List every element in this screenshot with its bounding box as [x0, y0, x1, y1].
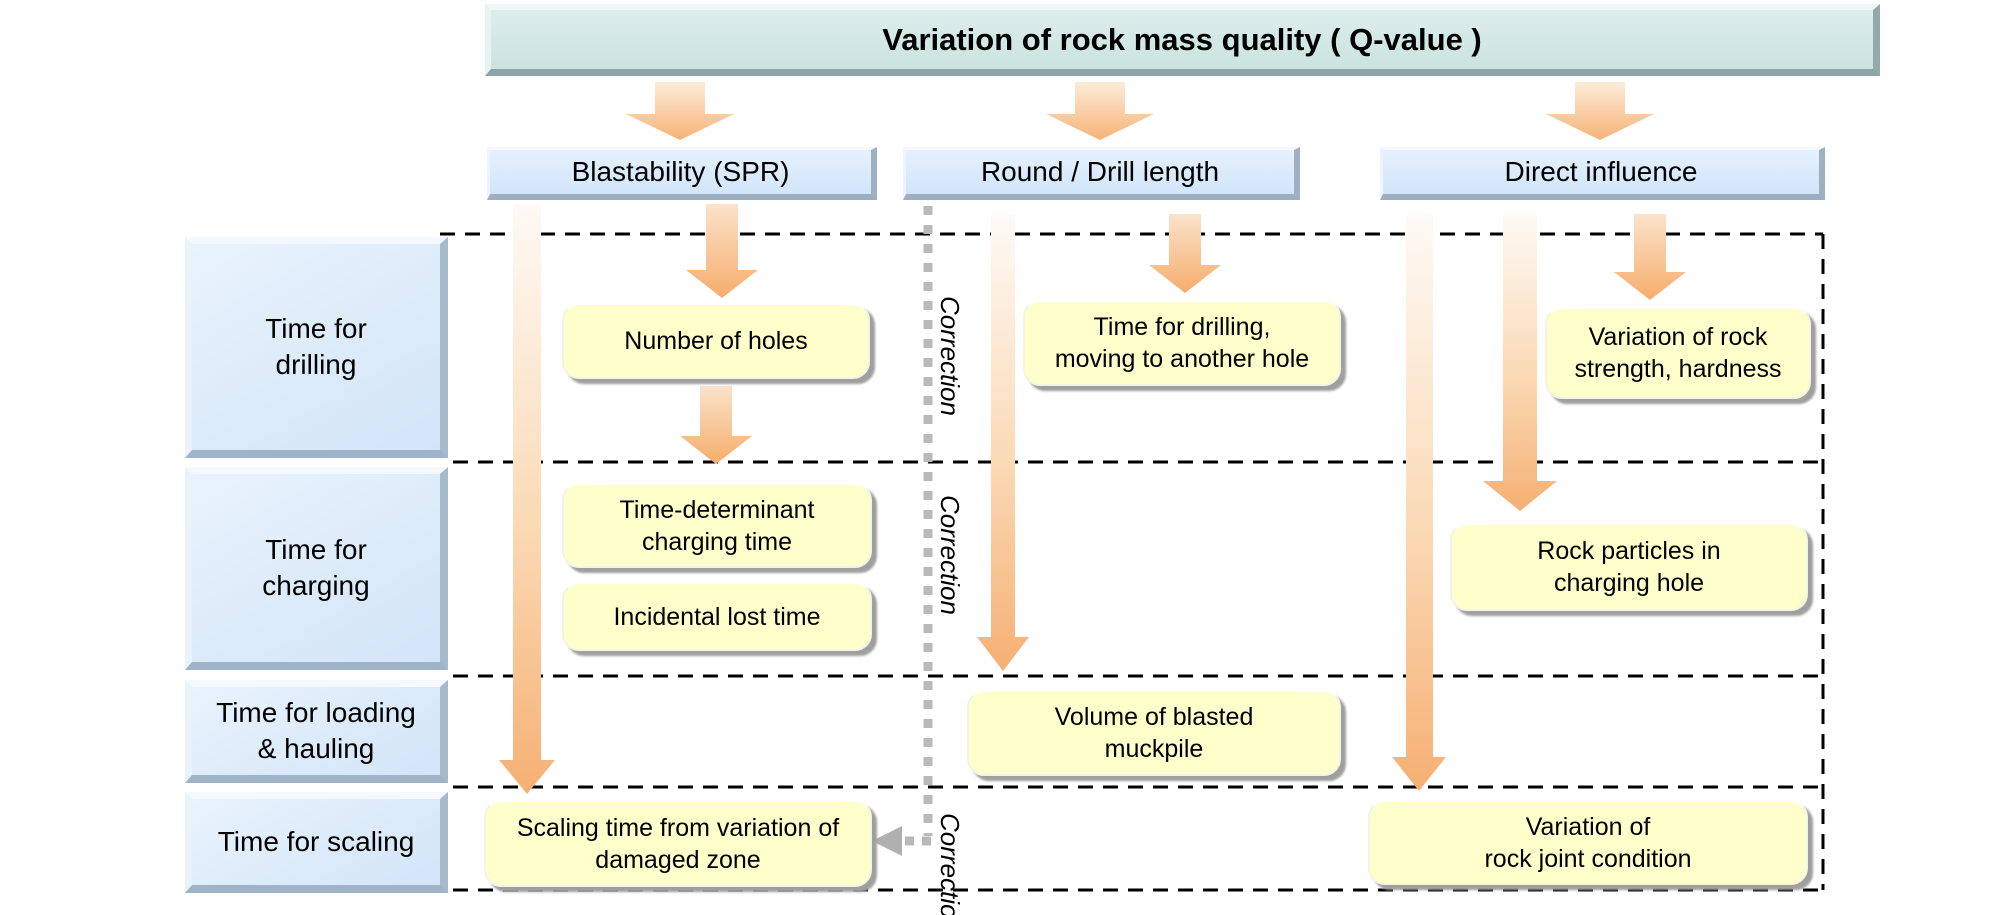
node-variation-rock-strength: Variation of rock strength, hardness: [1545, 307, 1811, 399]
arrow-blastability-long-to-scaling-row: [499, 204, 555, 794]
correction-text: Correction: [935, 495, 966, 615]
node-label-line: Variation of rock: [1588, 323, 1768, 351]
row-header-line: Time for loading: [216, 696, 416, 728]
column-header-label: Blastability (SPR): [571, 156, 790, 187]
node-label-line: Incidental lost time: [613, 602, 821, 631]
node-label-line: muckpile: [1104, 735, 1204, 763]
column-header-label: Direct influence: [1504, 156, 1698, 187]
column-header-round-drill-length: Round / Drill length: [903, 147, 1300, 200]
arrow-direct-to-rock-particles: [1483, 214, 1557, 511]
row-header-time-for-charging: Time for charging: [185, 467, 448, 670]
row-header-line: drilling: [275, 349, 357, 380]
node-label-line: damaged zone: [595, 845, 761, 874]
column-header-blastability: Blastability (SPR): [487, 147, 877, 200]
node-time-determinant-charging: Time-determinant charging time: [562, 483, 872, 568]
arrow-title-to-direct: [1546, 82, 1654, 140]
node-label-line: Time for drilling,: [1093, 313, 1271, 341]
dashed-grid-lines: [440, 232, 1825, 892]
node-label-line: moving to another hole: [1054, 345, 1310, 373]
node-label-line: Variation of: [1525, 812, 1651, 841]
node-label-line: Number of holes: [624, 327, 808, 355]
node-variation-rock-joint: Variation of rock joint condition: [1368, 800, 1808, 885]
correction-arrowhead-left: [872, 826, 902, 856]
node-label-line: charging time: [641, 527, 793, 556]
correction-label-1: Correction: [933, 276, 967, 436]
node-time-for-drilling-moving: Time for drilling, moving to another hol…: [1023, 300, 1341, 386]
node-label-line: Rock particles in: [1537, 537, 1721, 565]
row-header-line: Time for: [265, 312, 367, 344]
correction-label-2: Correction: [933, 475, 967, 635]
row-header-time-for-scaling: Time for scaling: [185, 792, 448, 893]
arrow-blastability-to-number-of-holes: [686, 204, 758, 298]
node-label-line: strength, hardness: [1574, 355, 1782, 383]
column-header-label: Round / Drill length: [980, 156, 1220, 187]
node-incidental-lost-time: Incidental lost time: [562, 582, 872, 651]
arrow-title-to-round: [1046, 82, 1154, 140]
row-header-line: charging: [262, 570, 370, 601]
row-header-line: & hauling: [257, 733, 375, 764]
row-header-time-for-drilling: Time for drilling: [185, 237, 448, 458]
correction-text: Correction: [935, 296, 966, 416]
node-label-line: rock joint condition: [1484, 844, 1692, 873]
node-label-line: Volume of blasted: [1054, 703, 1254, 731]
arrow-title-to-blastability: [626, 82, 734, 140]
correction-label-3: Correction: [933, 793, 967, 915]
row-header-time-for-loading-hauling: Time for loading & hauling: [185, 680, 448, 783]
arrow-direct-to-variation-strength: [1614, 214, 1686, 300]
node-rock-particles: Rock particles in charging hole: [1450, 523, 1808, 611]
page-title: Variation of rock mass quality ( Q-value…: [882, 21, 1482, 57]
correction-text: Correction: [935, 813, 966, 915]
row-header-line: Time for scaling: [217, 825, 415, 857]
node-label-line: charging hole: [1553, 569, 1705, 597]
node-volume-blasted-muckpile: Volume of blasted muckpile: [967, 690, 1341, 776]
node-label-line: Time-determinant: [619, 495, 815, 524]
node-scaling-time-damaged-zone: Scaling time from variation of damaged z…: [484, 800, 872, 887]
row-header-line: Time for: [265, 533, 367, 565]
arrow-round-long-to-loading-row: [977, 214, 1029, 671]
column-header-direct-influence: Direct influence: [1380, 147, 1825, 200]
node-label-line: Scaling time from variation of: [516, 813, 840, 842]
arrow-direct-long-to-scaling-row: [1392, 214, 1446, 791]
node-number-of-holes: Number of holes: [562, 303, 870, 379]
arrow-number-of-holes-to-time-determinant: [680, 386, 752, 464]
title-bar: Variation of rock mass quality ( Q-value…: [485, 4, 1880, 76]
arrow-round-to-time-for-drilling: [1149, 214, 1221, 293]
